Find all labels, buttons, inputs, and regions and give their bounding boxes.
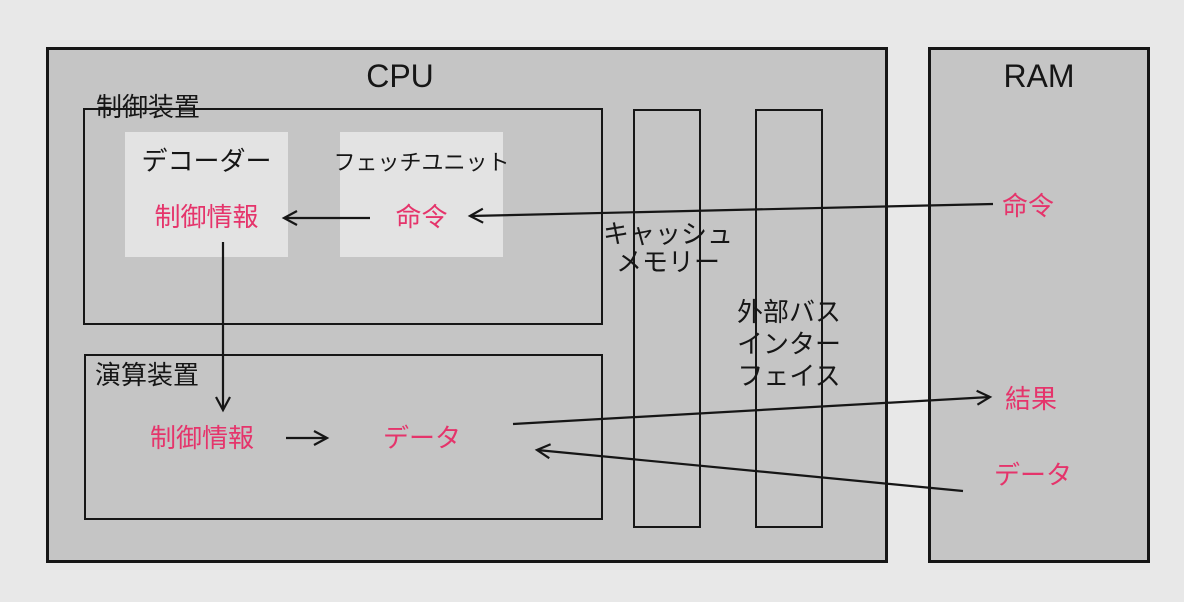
cache-memory-bar (633, 109, 701, 528)
external-bus-interface-label: 外部バス インター フェイス (736, 297, 841, 391)
cache-memory-label: キャッシュ メモリー (602, 219, 733, 277)
fetch-unit-output-instruction: 命令 (395, 202, 448, 232)
fetch-unit-panel (340, 132, 503, 257)
ram-box (928, 47, 1150, 563)
fetch-unit-label: フェッチユニット (333, 150, 510, 175)
ram-data: データ (993, 460, 1072, 490)
ram-title: RAM (1003, 58, 1075, 94)
alu-control-info: 制御情報 (150, 423, 255, 453)
external-bus-interface-bar (755, 109, 823, 528)
ram-result: 結果 (1004, 384, 1057, 414)
decoder-output-control-info: 制御情報 (154, 202, 259, 232)
cpu-title: CPU (366, 58, 434, 94)
alu-label: 演算装置 (95, 360, 200, 390)
alu-box (84, 354, 603, 520)
control-unit-label: 制御装置 (96, 92, 201, 122)
decoder-panel (125, 132, 288, 257)
decoder-label: デコーダー (141, 146, 272, 176)
ram-instruction: 命令 (1001, 191, 1054, 221)
alu-data: データ (383, 423, 462, 453)
